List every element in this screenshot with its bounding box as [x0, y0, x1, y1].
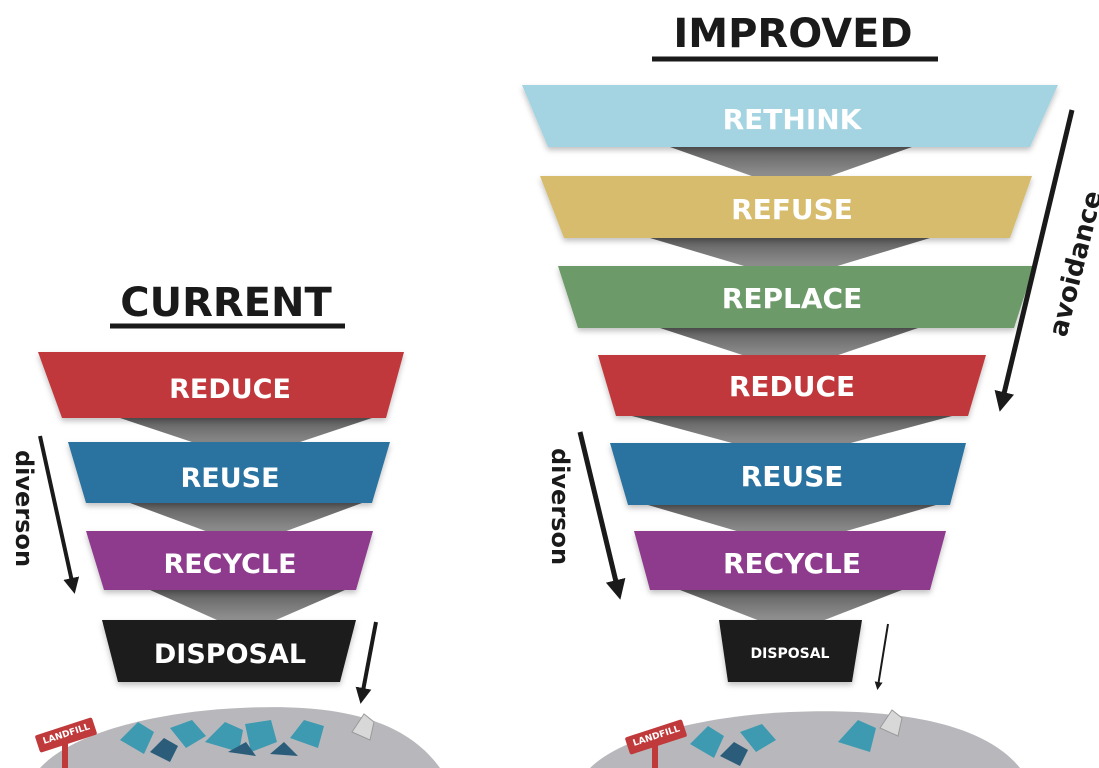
current-landfill-illustration: LANDFILL	[35, 707, 440, 768]
current-hierarchy: CURRENT REDUCE REUSE RECYCLE DISPOSAL di…	[10, 280, 404, 704]
improved-tier-recycle	[634, 531, 946, 590]
current-landfill-debris-dark	[150, 738, 298, 762]
improved-tier-reuse-label: REUSE	[741, 460, 844, 493]
current-disposal-arrow	[355, 621, 378, 704]
improved-connector-1	[670, 147, 912, 190]
improved-tier-rethink	[522, 85, 1058, 147]
improved-tier-disposal	[719, 620, 862, 682]
improved-tier-reduce-label: REDUCE	[729, 370, 855, 403]
current-tier-disposal	[102, 620, 356, 682]
current-landfill-sign	[35, 717, 97, 753]
current-tier-reduce-label: REDUCE	[169, 374, 291, 405]
improved-avoidance-arrow	[994, 109, 1075, 412]
improved-tier-refuse-label: REFUSE	[731, 193, 853, 226]
current-falling-item	[351, 713, 375, 741]
current-connector-2	[130, 503, 362, 546]
improved-landfill-debris	[690, 720, 876, 758]
improved-tier-rethink-label: RETHINK	[723, 103, 863, 136]
improved-tier-reduce	[598, 355, 986, 416]
improved-tier-replace	[558, 266, 1034, 328]
current-tier-reduce	[38, 352, 404, 418]
improved-tier-recycle-label: RECYCLE	[723, 547, 861, 580]
current-landfill-debris	[120, 720, 324, 754]
current-diversion-label: diverson	[10, 450, 38, 567]
improved-landfill-sign	[625, 719, 687, 755]
improved-diversion-label: diverson	[546, 448, 574, 565]
improved-connector-5	[648, 505, 936, 547]
improved-landfill-debris-dark	[720, 742, 748, 766]
current-tier-recycle	[86, 531, 373, 590]
improved-landfill-mound	[590, 711, 1020, 768]
improved-disposal-arrow	[874, 623, 889, 690]
improved-falling-item	[879, 709, 903, 737]
improved-connector-3	[660, 328, 918, 371]
improved-tier-refuse	[540, 176, 1032, 238]
improved-diversion-arrow	[577, 431, 626, 600]
current-connector-3	[150, 590, 345, 633]
improved-landfill-sign-post	[652, 740, 658, 768]
current-diversion-arrow	[38, 435, 80, 594]
current-tier-recycle-label: RECYCLE	[163, 549, 296, 580]
current-title: CURRENT	[120, 280, 332, 326]
improved-hierarchy: IMPROVED RETHINK REFUSE REPLACE REDUCE R…	[522, 11, 1099, 690]
current-landfill-sign-post	[62, 738, 68, 768]
improved-tier-replace-label: REPLACE	[722, 282, 862, 315]
improved-title: IMPROVED	[673, 11, 912, 57]
improved-connector-2	[650, 238, 930, 280]
improved-avoidance-label: avoidance	[1044, 188, 1099, 340]
current-tier-reuse	[68, 442, 390, 503]
improved-tier-reuse	[610, 443, 966, 505]
current-connector-1	[120, 418, 372, 460]
improved-tier-disposal-label: DISPOSAL	[751, 646, 830, 662]
improved-connector-4	[632, 416, 952, 459]
improved-landfill-illustration: LANDFILL	[590, 709, 1020, 768]
current-tier-reuse-label: REUSE	[180, 463, 279, 494]
current-tier-disposal-label: DISPOSAL	[154, 639, 306, 670]
improved-connector-6	[680, 590, 902, 633]
